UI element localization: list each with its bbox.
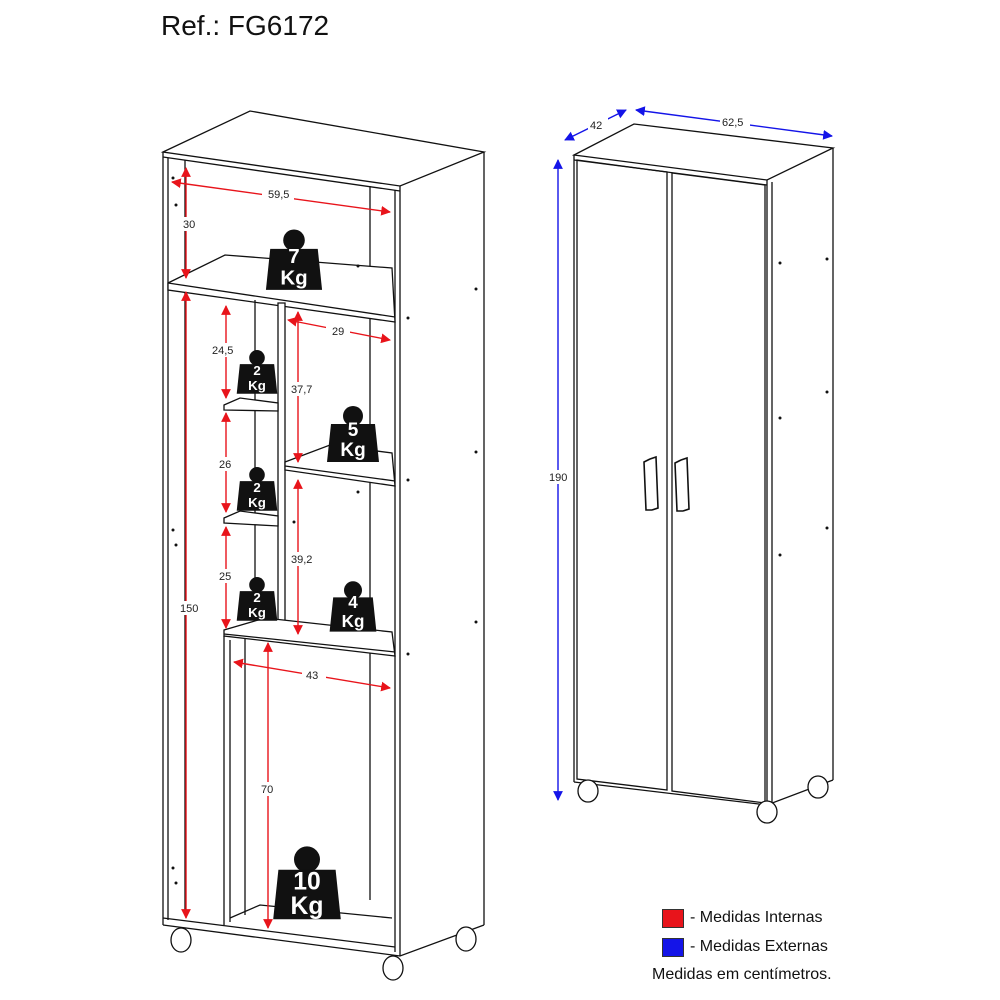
left-shelf-1 [223,397,279,412]
open-foot-left [170,927,192,953]
dim-right-width: 29 [332,326,344,338]
closed-foot-left [577,779,599,803]
closed-right-door [671,172,766,804]
svg-text:2: 2 [253,480,260,495]
dim-left-shelf-2: 26 [219,459,231,471]
svg-text:Kg: Kg [340,440,365,461]
svg-text:Kg: Kg [342,612,365,631]
open-foot-right [455,926,477,952]
svg-text:Kg: Kg [248,605,266,620]
dim-left-total-height: 150 [180,603,198,615]
dim-right-shelf-1: 37,7 [291,384,312,396]
svg-text:Kg: Kg [280,267,307,290]
open-foot-front [382,955,404,981]
legend-note: Medidas em centímetros. [652,966,832,983]
svg-text:4: 4 [348,593,358,612]
svg-text:10: 10 [293,868,320,895]
legend-internal-label: - Medidas Internas [690,909,823,926]
dim-top-height: 30 [183,219,195,231]
svg-text:Kg: Kg [291,893,324,920]
dim-height: 190 [549,472,567,484]
left-door-handle [643,455,659,511]
legend-external-swatch [662,937,684,957]
weight-icon-bottom: 10 Kg [273,846,341,920]
dim-top-width: 59,5 [268,189,289,201]
dim-bottom-height: 70 [261,784,273,796]
right-door-handle [674,456,690,512]
closed-left-door [576,159,668,791]
legend-internal-swatch [662,908,684,928]
dim-width: 62,5 [722,117,743,129]
weight-icon-left-2: 2 Kg [236,467,278,511]
dim-right-shelf-2: 39,2 [291,554,312,566]
legend-external: - Medidas Externas [662,937,828,957]
weight-icon-right-1: 5 Kg [327,406,379,462]
dim-left-shelf-1: 24,5 [212,345,233,357]
open-top-panel [160,110,487,187]
weight-icon-left-1: 2 Kg [236,350,278,394]
svg-text:7: 7 [288,245,299,268]
dim-bottom-width: 43 [306,670,318,682]
weight-icon-right-2: 4 Kg [329,581,377,632]
svg-text:2: 2 [253,590,260,605]
svg-text:2: 2 [253,363,260,378]
svg-text:5: 5 [348,420,359,441]
svg-text:Kg: Kg [248,495,266,510]
left-shelf-2 [223,510,279,527]
legend-external-label: - Medidas Externas [690,938,828,955]
dim-depth: 42 [590,120,602,132]
weight-icon-left-3: 2 Kg [236,577,278,621]
legend-internal: - Medidas Internas [662,908,823,928]
weight-icon-top: 7 Kg [265,229,323,290]
external-dimension-labels: 42 62,5 190 [547,115,750,484]
internal-dimension-labels: 59,5 30 150 24,5 26 25 29 37,7 39,2 43 7… [178,187,350,796]
closed-foot-front [756,800,778,824]
reference-title: Ref.: FG6172 [161,10,330,41]
closed-cabinet [571,123,836,824]
open-cabinet [160,110,487,981]
closed-foot-right [807,775,829,799]
svg-text:Kg: Kg [248,378,266,393]
closed-top-panel [571,123,836,181]
dim-left-shelf-3: 25 [219,571,231,583]
weight-capacity-icons: 7 Kg 2 Kg 2 Kg 2 Kg 5 Kg 4 Kg [236,229,379,920]
external-dimension-lines [553,106,833,801]
center-divider [277,302,286,641]
